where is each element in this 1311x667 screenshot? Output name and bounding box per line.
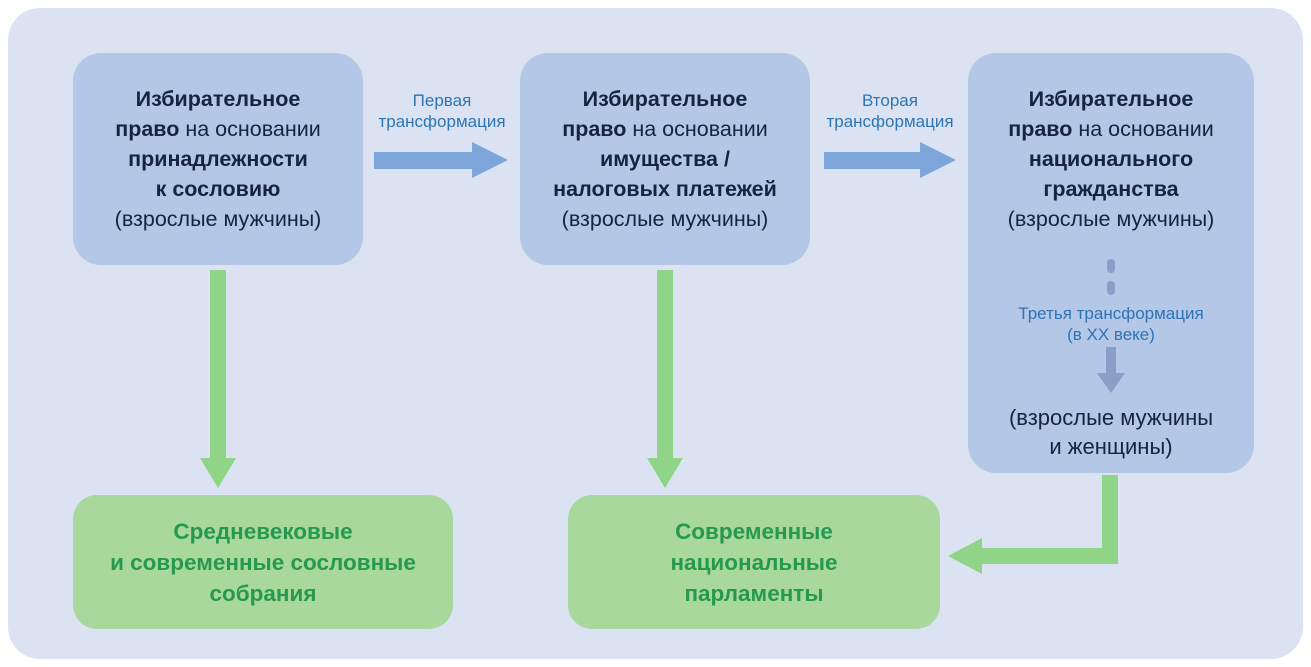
node-line: (взрослые мужчины): [520, 204, 810, 234]
node-line-bold: принадлежности: [128, 147, 308, 171]
first-transformation-label: Первая трансформация: [364, 90, 520, 132]
label-line: Первая: [412, 91, 472, 110]
node-line-bold: Избирательное: [135, 87, 301, 111]
label-line: трансформация: [378, 112, 506, 131]
node-line: Избирательное: [968, 84, 1254, 114]
node-citizenship-suffrage: Избирательное право на основании национа…: [968, 53, 1254, 473]
node-line-regular: (взрослые мужчины): [1007, 207, 1215, 231]
result-line: (взрослые мужчины: [1008, 405, 1214, 430]
node-line: налоговых платежей: [520, 174, 810, 204]
result-line: и женщины): [1049, 434, 1173, 459]
node-line: имущества /: [520, 144, 810, 174]
node-line-bold: к сословию: [155, 177, 281, 201]
arrow-citizenship-to-parliaments-horizontal-shaft: [982, 548, 1118, 564]
node-line: принадлежности: [73, 144, 363, 174]
node-line-bold: право: [115, 117, 180, 141]
node-national-parliaments: Современные национальные парламенты: [568, 495, 940, 629]
node-line-bold: национального: [1028, 147, 1194, 171]
node-property-suffrage: Избирательное право на основании имущест…: [520, 53, 810, 265]
arrow-property-to-parliaments-head: [647, 458, 683, 488]
node-line-bold: Избирательное: [582, 87, 748, 111]
second-transformation-label: Вторая трансформация: [812, 90, 968, 132]
result-line: Средневековые: [173, 518, 353, 544]
node-text: Избирательное право на основании имущест…: [520, 53, 810, 234]
third-transformation-arrow-head: [1097, 373, 1125, 393]
arrow-property-to-parliaments-shaft: [657, 270, 673, 458]
node-text: Избирательное право на основании национа…: [968, 53, 1254, 234]
label-line: Третья трансформация: [1018, 304, 1204, 323]
citizenship-result-text: (взрослые мужчины и женщины): [968, 403, 1254, 461]
node-line-bold: право: [1008, 117, 1073, 141]
third-transformation-arrow-shaft: [1106, 347, 1116, 373]
node-line: национального: [968, 144, 1254, 174]
result-line: собрания: [209, 580, 317, 606]
node-line: право на основании: [968, 114, 1254, 144]
node-line-bold: гражданства: [1043, 177, 1179, 201]
node-text: Избирательное право на основании принадл…: [73, 53, 363, 234]
label-line: (в ХХ веке): [1067, 325, 1155, 344]
node-line: право на основании: [520, 114, 810, 144]
second-transformation-arrow-head: [920, 142, 956, 178]
dashed-connector-segment: [1107, 259, 1115, 273]
node-line-bold: право: [562, 117, 627, 141]
label-line: Вторая: [862, 91, 918, 110]
node-line: гражданства: [968, 174, 1254, 204]
node-line-regular: на основании: [1072, 117, 1214, 141]
node-line-bold: налоговых платежей: [553, 177, 777, 201]
node-estate-assemblies: Средневековые и современные сословные со…: [73, 495, 453, 629]
second-transformation-arrow-shaft: [824, 152, 920, 169]
node-line-regular: (взрослые мужчины): [561, 207, 769, 231]
node-line: (взрослые мужчины): [73, 204, 363, 234]
arrow-estate-to-assemblies-head: [200, 458, 236, 488]
node-line-bold: имущества /: [600, 147, 730, 171]
result-line: и современные сословные: [110, 549, 416, 575]
node-line: к сословию: [73, 174, 363, 204]
arrow-citizenship-to-parliaments-vertical-shaft: [1102, 475, 1118, 564]
node-line-bold: Избирательное: [1028, 87, 1194, 111]
node-line-regular: на основании: [626, 117, 768, 141]
node-estate-suffrage: Избирательное право на основании принадл…: [73, 53, 363, 265]
third-transformation-label: Третья трансформация (в ХХ веке): [968, 303, 1254, 345]
first-transformation-arrow-head: [472, 142, 508, 178]
node-line: право на основании: [73, 114, 363, 144]
node-line: (взрослые мужчины): [968, 204, 1254, 234]
first-transformation-arrow-shaft: [374, 152, 472, 169]
label-line: трансформация: [826, 112, 954, 131]
arrow-citizenship-to-parliaments-head: [948, 538, 982, 574]
node-line-regular: на основании: [179, 117, 321, 141]
node-line: Избирательное: [73, 84, 363, 114]
result-line: национальные: [670, 549, 838, 575]
diagram-panel: Избирательное право на основании принадл…: [8, 8, 1303, 659]
result-line: Современные: [675, 518, 833, 544]
dashed-connector-segment: [1107, 281, 1115, 295]
result-line: парламенты: [684, 580, 824, 606]
node-line-regular: (взрослые мужчины): [114, 207, 322, 231]
node-line: Избирательное: [520, 84, 810, 114]
arrow-estate-to-assemblies-shaft: [210, 270, 226, 458]
